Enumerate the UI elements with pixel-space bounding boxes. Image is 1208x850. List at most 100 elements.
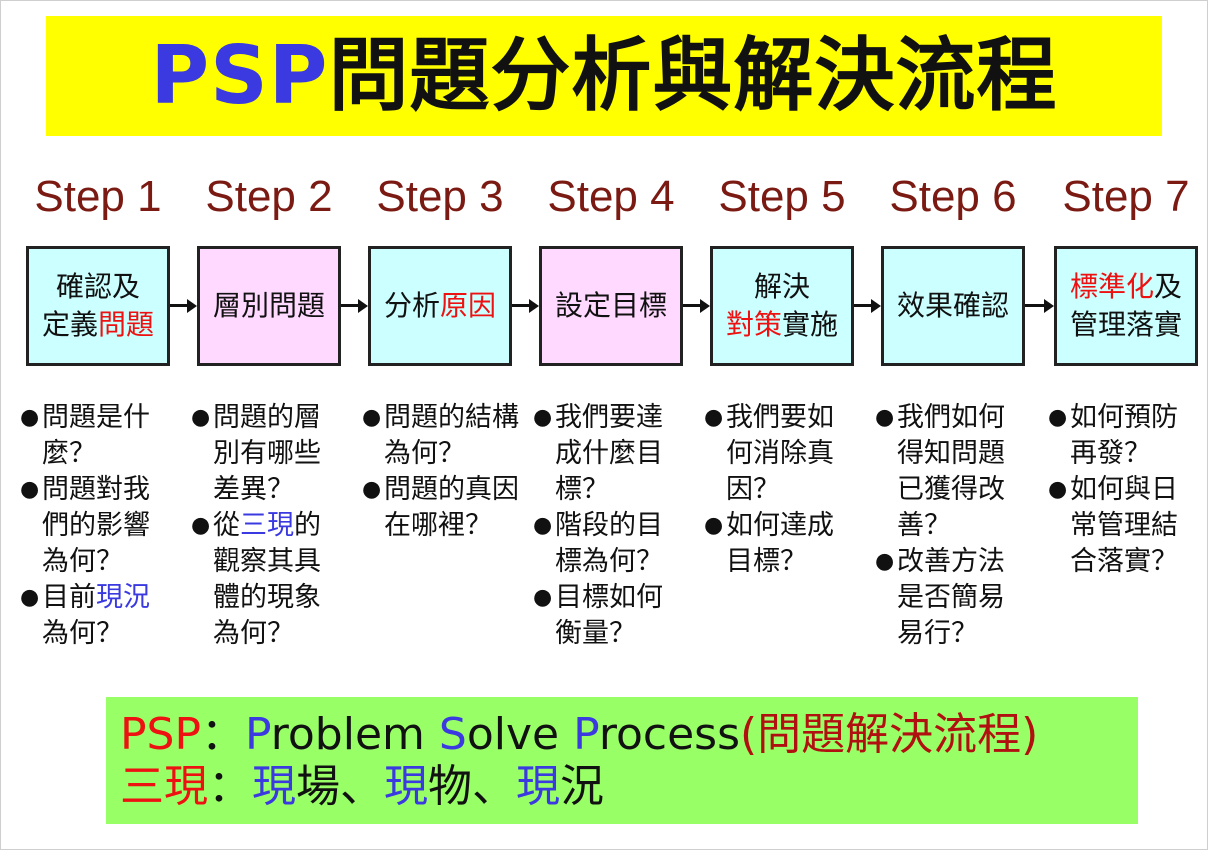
question-text: 問題的結構為何？ (384, 400, 542, 472)
question-text-part: 三現 (240, 510, 294, 541)
legend-text-part: 現 (384, 761, 428, 812)
step-box-5-text: 實施 (782, 308, 839, 341)
question-text: 我們要如何消除真因？ (726, 400, 854, 508)
question-text: 如何與日常管理結合落實？ (1070, 472, 1198, 580)
step-box-1-line: 定義問題 (42, 306, 154, 344)
step-label-4: Step 4 (547, 172, 675, 221)
question-text: 問題對我們的影響為何？ (42, 472, 170, 580)
step-questions-6: ●我們如何得知問題已獲得改善？●改善方法是否簡易易行？ (875, 400, 1025, 652)
legend-text-part: ： (201, 709, 245, 760)
step-questions-2: ●問題的層別有哪些差異？●從三現的觀察其具體的現象為何？ (191, 400, 341, 652)
legend-text-part: 問題解決流程 (757, 709, 1022, 760)
step-box-2-text: 層別問題 (212, 289, 325, 322)
question-item: ●改善方法是否簡易易行？ (875, 544, 1025, 652)
question-text-part: 問題是什麼？ (42, 402, 150, 469)
title-prefix: PSP (150, 29, 329, 122)
question-text-part: 為何？ (42, 618, 123, 649)
question-text-part: 如何預防再發？ (1070, 402, 1178, 469)
step-box-7-line: 管理落實 (1070, 306, 1182, 344)
step-box-3-text: 原因 (440, 289, 497, 322)
step-box-5-line: 對策實施 (726, 306, 838, 344)
step-box-2: 層別問題 (197, 246, 341, 366)
flow-arrow-icon (512, 298, 539, 314)
legend-text-part: S (438, 709, 467, 760)
title-banner: PSP問題分析與解決流程 (46, 16, 1162, 136)
step-box-3: 分析原因 (368, 246, 512, 366)
step-box-6: 效果確認 (881, 246, 1025, 366)
step-box-7-text: 標準化 (1069, 270, 1154, 303)
step-box-1-text: 定義 (41, 308, 98, 341)
step-box-5-text: 解決 (753, 270, 810, 303)
bullet-icon: ● (20, 585, 40, 610)
step-box-7: 標準化及管理落實 (1054, 246, 1198, 366)
question-item: ●目前現況為何？ (20, 580, 170, 652)
question-text: 我們如何得知問題已獲得改善？ (897, 400, 1025, 544)
question-text-part: 我們如何得知問題已獲得改善？ (897, 402, 1005, 541)
question-text: 目標如何衡量？ (555, 580, 683, 652)
legend-text-part: rocess (598, 709, 740, 760)
step-box-4-line: 設定目標 (555, 287, 667, 325)
legend-text-part: ) (1021, 709, 1039, 760)
flow-arrow-icon (854, 298, 881, 314)
step-box-3-text: 分析 (383, 289, 440, 322)
step-box-1-text: 確認及 (55, 270, 140, 303)
question-text: 問題的層別有哪些差異？ (213, 400, 341, 508)
question-text: 階段的目標為何？ (555, 508, 683, 580)
step-box-5-text: 對策 (725, 308, 782, 341)
bullet-icon: ● (191, 513, 211, 538)
flow-arrow-icon (170, 298, 197, 314)
question-item: ●如何達成目標？ (704, 508, 854, 580)
legend-text-part: 場、 (296, 761, 384, 812)
bullet-icon: ● (1048, 477, 1068, 502)
legend-text-part: ( (740, 709, 758, 760)
question-item: ●問題的層別有哪些差異？ (191, 400, 341, 508)
step-label-3: Step 3 (376, 172, 504, 221)
question-text: 目前現況為何？ (42, 580, 170, 652)
legend-line-sangen: 三現：現場、現物、現況 (120, 765, 604, 809)
legend-box: PSP：Problem Solve Process(問題解決流程) 三現：現場、… (106, 697, 1138, 824)
page-title: PSP問題分析與解決流程 (151, 36, 1058, 116)
question-text: 如何預防再發？ (1070, 400, 1198, 472)
bullet-icon: ● (875, 405, 895, 430)
legend-text-part: 現 (516, 761, 560, 812)
legend-text-part: roblem (270, 709, 439, 760)
flow-arrow-icon (683, 298, 710, 314)
step-box-5: 解決對策實施 (710, 246, 854, 366)
bullet-icon: ● (362, 405, 382, 430)
question-text-part: 改善方法是否簡易易行？ (897, 546, 1005, 649)
question-item: ●如何與日常管理結合落實？ (1048, 472, 1198, 580)
question-text-part: 我們要達成什麼目標？ (555, 402, 663, 505)
step-box-7-line: 標準化及 (1070, 268, 1182, 306)
question-item: ●從三現的觀察其具體的現象為何？ (191, 508, 341, 652)
legend-text-part: 況 (560, 761, 604, 812)
question-item: ●問題對我們的影響為何？ (20, 472, 170, 580)
flow-arrow-icon (341, 298, 368, 314)
bullet-icon: ● (191, 405, 211, 430)
question-text: 如何達成目標？ (726, 508, 854, 580)
bullet-icon: ● (20, 405, 40, 430)
question-text: 從三現的觀察其具體的現象為何？ (213, 508, 341, 652)
question-text-part: 問題的結構為何？ (384, 402, 519, 469)
question-item: ●我們如何得知問題已獲得改善？ (875, 400, 1025, 544)
question-text-part: 如何與日常管理結合落實？ (1070, 474, 1178, 577)
step-box-1: 確認及定義問題 (26, 246, 170, 366)
question-text: 問題的真因在哪裡？ (384, 472, 542, 544)
step-label-5: Step 5 (718, 172, 846, 221)
question-text: 改善方法是否簡易易行？ (897, 544, 1025, 652)
question-text-part: 現況 (96, 582, 150, 613)
question-item: ●目標如何衡量？ (533, 580, 683, 652)
question-text-part: 問題的層別有哪些差異？ (213, 402, 321, 505)
step-box-4: 設定目標 (539, 246, 683, 366)
step-box-1-line: 確認及 (56, 268, 140, 306)
step-label-6: Step 6 (889, 172, 1017, 221)
step-questions-5: ●我們要如何消除真因？●如何達成目標？ (704, 400, 854, 580)
question-item: ●我們要如何消除真因？ (704, 400, 854, 508)
legend-text-part: ： (208, 761, 252, 812)
question-text: 我們要達成什麼目標？ (555, 400, 683, 508)
bullet-icon: ● (533, 513, 553, 538)
legend-line-psp: PSP：Problem Solve Process(問題解決流程) (120, 713, 1038, 757)
question-text: 問題是什麼？ (42, 400, 170, 472)
step-box-3-line: 分析原因 (384, 287, 496, 325)
step-questions-7: ●如何預防再發？●如何與日常管理結合落實？ (1048, 400, 1198, 580)
